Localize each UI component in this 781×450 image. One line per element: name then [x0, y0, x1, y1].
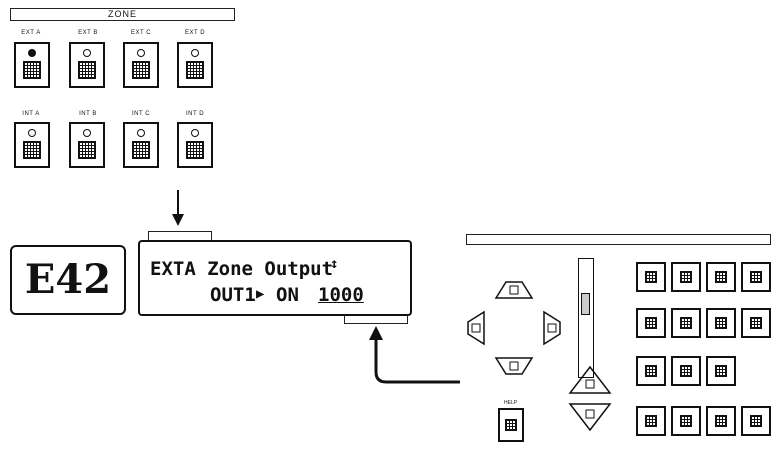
function-button[interactable] — [636, 406, 666, 436]
int-d-label: INT D — [185, 111, 205, 117]
ext-d-led-icon — [191, 49, 199, 57]
function-button[interactable] — [636, 262, 666, 292]
function-button[interactable] — [671, 262, 701, 292]
preset-code-display: E42 — [10, 245, 126, 315]
ext-a-led-icon — [28, 49, 36, 57]
grid-icon — [715, 415, 727, 427]
increment-button[interactable] — [568, 365, 612, 395]
int-b-led-icon — [83, 129, 91, 137]
grid-icon — [715, 317, 727, 329]
lcd-display: EXTA Zone Output ↕ OUT1 ▶ ON 1000 — [138, 240, 412, 316]
decrement-button[interactable] — [568, 402, 612, 434]
slider-handle[interactable] — [581, 293, 590, 315]
lcd-output: OUT1 — [210, 284, 256, 306]
grid-icon — [680, 415, 692, 427]
down-arrow-icon — [172, 190, 184, 226]
function-button[interactable] — [636, 356, 666, 386]
ext-b-label: EXT B — [78, 30, 98, 36]
scroll-updown-icon: ↕ — [330, 256, 339, 272]
int-a-button[interactable] — [14, 122, 50, 168]
grid-icon — [680, 365, 692, 377]
grid-icon — [715, 365, 727, 377]
lcd-value: 1000 — [318, 284, 364, 306]
grid-icon — [750, 317, 762, 329]
int-c-label: INT C — [131, 111, 151, 117]
grid-icon — [186, 141, 204, 159]
panel-title-bar — [466, 234, 771, 245]
grid-icon — [132, 141, 150, 159]
grid-icon — [715, 271, 727, 283]
grid-icon — [680, 271, 692, 283]
function-button[interactable] — [671, 406, 701, 436]
ext-b-led-icon — [83, 49, 91, 57]
ext-c-label: EXT C — [130, 30, 152, 36]
ext-a-label: EXT A — [21, 30, 41, 36]
grid-icon — [23, 61, 41, 79]
grid-icon — [750, 271, 762, 283]
grid-icon — [505, 419, 517, 431]
ext-d-button[interactable] — [177, 42, 213, 88]
lcd-line1: EXTA Zone Output — [150, 258, 334, 280]
int-b-label: INT B — [79, 111, 97, 117]
int-a-led-icon — [28, 129, 36, 137]
function-button[interactable] — [706, 308, 736, 338]
grid-icon — [132, 61, 150, 79]
ext-b-button[interactable] — [69, 42, 105, 88]
ext-c-button[interactable] — [123, 42, 159, 88]
grid-icon — [78, 61, 96, 79]
function-button[interactable] — [706, 356, 736, 386]
int-c-led-icon — [137, 129, 145, 137]
function-button[interactable] — [741, 262, 771, 292]
ext-d-label: EXT D — [184, 30, 206, 36]
function-button[interactable] — [706, 262, 736, 292]
curved-arrow-icon — [369, 326, 460, 384]
lcd-state: ON — [276, 284, 299, 306]
int-d-button[interactable] — [177, 122, 213, 168]
top-bracket — [148, 231, 212, 241]
int-c-button[interactable] — [123, 122, 159, 168]
grid-icon — [680, 317, 692, 329]
grid-icon — [23, 141, 41, 159]
help-button[interactable] — [498, 408, 524, 442]
zone-title-bar: ZONE — [10, 8, 235, 21]
grid-icon — [645, 317, 657, 329]
int-d-led-icon — [191, 129, 199, 137]
grid-icon — [645, 365, 657, 377]
grid-icon — [645, 271, 657, 283]
function-button[interactable] — [636, 308, 666, 338]
cursor-pad[interactable] — [466, 278, 562, 378]
function-button[interactable] — [741, 406, 771, 436]
grid-icon — [645, 415, 657, 427]
data-entry-slider[interactable] — [578, 258, 594, 378]
bottom-bracket — [344, 316, 408, 324]
function-button[interactable] — [706, 406, 736, 436]
grid-icon — [186, 61, 204, 79]
function-button[interactable] — [741, 308, 771, 338]
grid-icon — [750, 415, 762, 427]
function-button[interactable] — [671, 308, 701, 338]
grid-icon — [78, 141, 96, 159]
int-a-label: INT A — [22, 111, 40, 117]
help-label: HELP — [504, 400, 518, 406]
int-b-button[interactable] — [69, 122, 105, 168]
function-button[interactable] — [671, 356, 701, 386]
ext-c-led-icon — [137, 49, 145, 57]
play-arrow-icon: ▶ — [256, 286, 265, 302]
ext-a-button[interactable] — [14, 42, 50, 88]
